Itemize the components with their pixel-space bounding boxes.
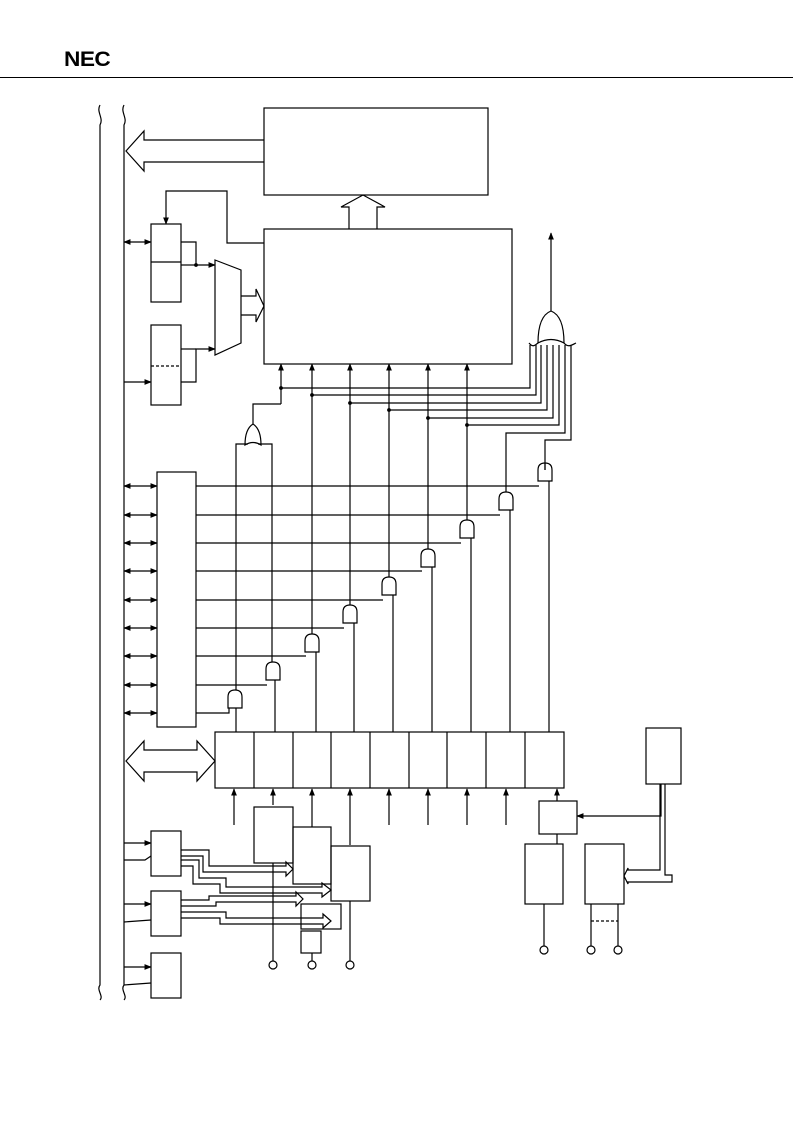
register-row	[214, 731, 565, 789]
small-block-a	[300, 903, 342, 930]
control-reg-3	[150, 952, 182, 999]
up-wide-arrow	[340, 194, 386, 229]
register-bank-outputs	[196, 485, 539, 714]
or-gate-output	[537, 310, 565, 345]
top-block	[263, 107, 489, 196]
control-reg-2	[150, 890, 182, 937]
register-1	[150, 223, 182, 303]
multiplexer	[214, 259, 242, 356]
and-gate-lower-inputs	[235, 481, 550, 732]
register-bank-bus-lines	[123, 483, 158, 716]
or-gate-inputs	[279, 345, 572, 484]
right-block-b	[584, 843, 625, 905]
small-block-b	[300, 930, 322, 954]
register-row-inputs	[231, 788, 560, 845]
top-block-bus-arrow	[125, 129, 264, 173]
timer-block-2	[292, 826, 332, 885]
header-rule	[0, 77, 793, 78]
right-small-block	[538, 800, 578, 835]
main-block	[263, 228, 513, 365]
and-gates	[227, 462, 553, 709]
register-row-bus-arrow	[125, 739, 216, 783]
nec-logo: NEC	[64, 48, 111, 71]
register-bank	[156, 471, 197, 728]
internal-bus	[98, 104, 126, 1001]
right-block-top	[645, 727, 682, 785]
timer-block-3	[330, 845, 371, 902]
small-or-gate	[244, 423, 262, 447]
control-wide-arrows	[181, 849, 332, 930]
control-reg-1	[150, 830, 182, 877]
right-block-a	[524, 843, 564, 905]
register-2	[150, 324, 182, 406]
timer-block-1	[253, 806, 294, 864]
